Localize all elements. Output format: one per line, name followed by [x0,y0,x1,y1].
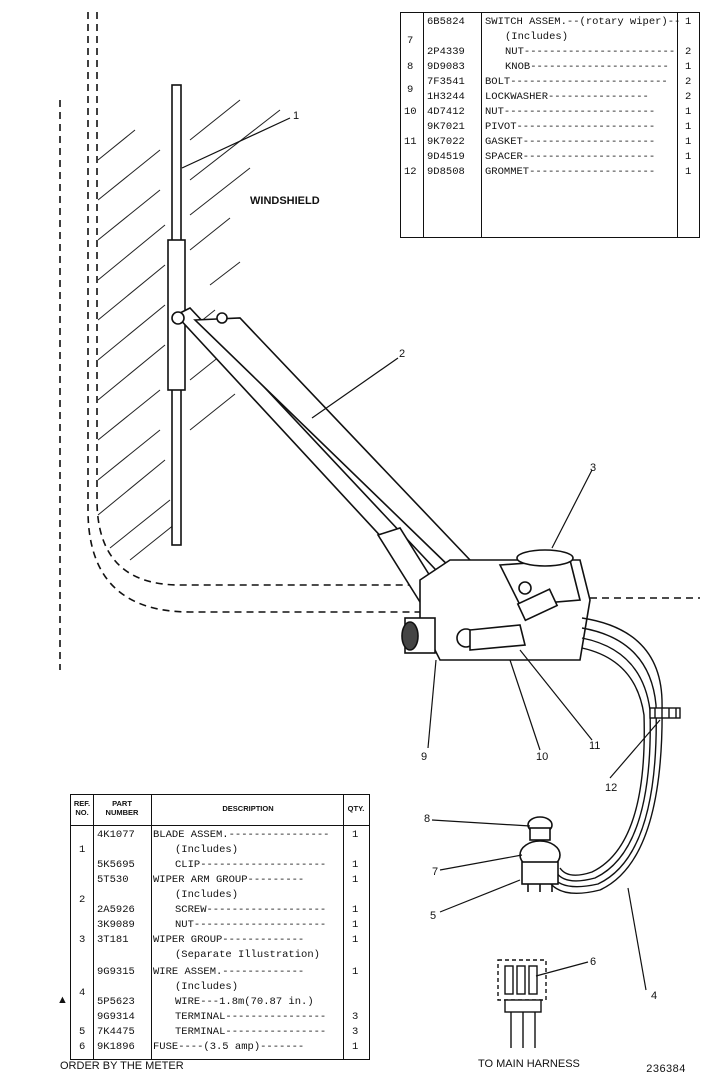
windshield-outline [59,12,700,670]
windshield-label: WINDSHIELD [250,195,320,207]
table-row: 10 4D7412 NUT------------------------ 1 [404,106,692,118]
table-row: 11 9K7022 GASKET--------------------- 1 [404,136,692,148]
bottom-parts-table: REF. NO. PART NUMBER DESCRIPTION QTY. 4K… [70,794,370,1060]
rotary-switch [519,816,561,892]
callout-9: 9 [421,751,428,763]
to-main-harness-label: TO MAIN HARNESS [478,1058,580,1070]
callout-10: 10 [536,751,549,763]
table-row: 6B5824 SWITCH ASSEM.--(rotary wiper)-- 1 [427,16,692,28]
table-row: 2P4339 NUT------------------------ 2 [427,46,692,58]
header-part-number: PART NUMBER [105,799,139,817]
callout-12: 12 [605,782,618,794]
table-row: 8 9D9083 KNOB---------------------- 1 [407,61,692,73]
callout-4: 4 [651,990,658,1002]
wire-harness [547,617,681,894]
top-parts-table: 6B5824 SWITCH ASSEM.--(rotary wiper)-- 1… [400,12,700,238]
table-row: 3K9089 NUT--------------------- 1 [97,919,359,931]
table-row: 12 9D8508 GROMMET-------------------- 1 [404,166,692,178]
table-row: 5T530 WIPER ARM GROUP--------- 1 [97,874,359,886]
table-row: 1 (Includes) [79,844,239,856]
order-note: ORDER BY THE METER [60,1060,184,1072]
table-row: 2 (Includes) [79,889,239,906]
table-row: 4K1077 BLADE ASSEM.---------------- 1 [97,829,359,841]
table-row: 9D4519 SPACER--------------------- 1 [427,151,692,163]
callout-11: 11 [589,740,601,752]
table-row: 2A5926 SCREW------------------- 1 [97,904,359,916]
table-row: 5K5695 CLIP-------------------- 1 [97,859,359,871]
table-row: 7 (Includes) [407,31,569,47]
callout-3: 3 [590,462,597,474]
table-row: 7F3541 BOLT------------------------- 2 [427,76,692,88]
table-row: 3 3T181 WIPER GROUP------------- 1 [79,934,359,946]
figure-number: 236384 [646,1064,686,1076]
table-row: 5 7K4475 TERMINAL---------------- 3 [79,1026,359,1038]
callout-6: 6 [590,956,597,968]
header-qty: QTY. [347,804,365,813]
table-row: 9G9315 WIRE ASSEM.------------- 1 [97,966,359,978]
fuse-holder [497,959,547,1048]
table-row: 5P5623 WIRE---1.8m(70.87 in.) [97,996,314,1008]
callout-8: 8 [424,813,431,825]
callout-1: 1 [293,110,300,122]
order-marker: ▲ [57,994,68,1006]
leader-lines [181,117,661,991]
callout-2: 2 [399,348,406,360]
header-ref-no: REF. NO. [73,799,91,817]
table-row: 4 (Includes) [79,981,239,999]
table-row: 9K7021 PIVOT---------------------- 1 [427,121,692,133]
table-row: 9G9314 TERMINAL---------------- 3 [97,1011,359,1023]
header-description: DESCRIPTION [222,804,274,813]
table-row: (Separate Illustration) [175,949,320,961]
callout-5: 5 [430,910,437,922]
callout-7: 7 [432,866,439,878]
table-row: 6 9K1896 FUSE----(3.5 amp)------- 1 [79,1041,359,1053]
motor-housing [401,549,591,661]
table-row: 9 1H3244 LOCKWASHER---------------- 2 [407,84,692,103]
